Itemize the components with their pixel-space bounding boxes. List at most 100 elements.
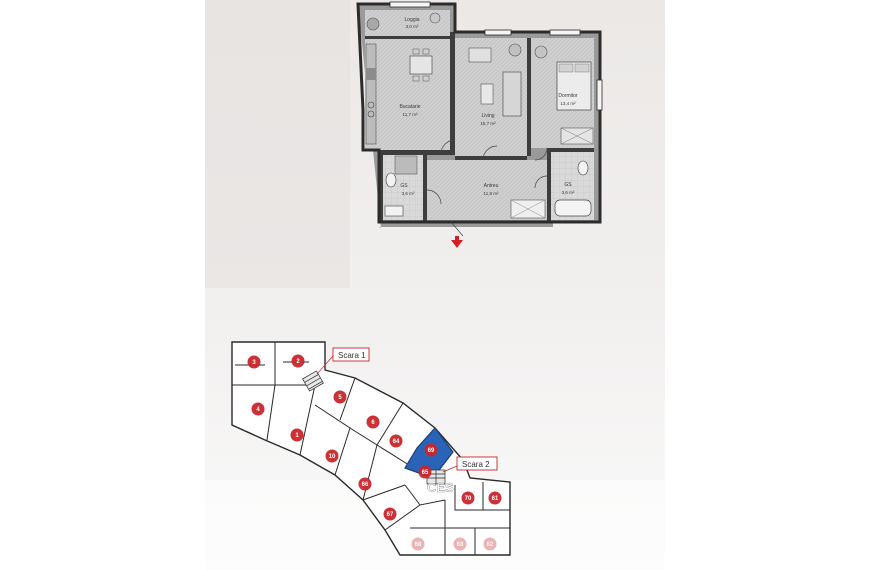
unit-marker-circle <box>488 491 502 505</box>
apartment-floor-plan: Loggia 3,0 m² Bucatarie 11,7 m² Living 1… <box>356 1 603 248</box>
shower <box>394 155 418 175</box>
door-swings <box>426 139 548 237</box>
closet-mark <box>510 199 546 219</box>
unit-marker-u15: 61 <box>488 491 502 505</box>
scara1-box <box>332 347 370 362</box>
plant <box>508 43 522 57</box>
unit-marker-circle <box>325 449 339 463</box>
chair <box>412 75 420 82</box>
unit-marker-circle <box>290 428 304 442</box>
unit-marker-circle <box>389 434 403 448</box>
chair <box>412 48 420 55</box>
brochure-drawing: Loggia 3,0 m² Bucatarie 11,7 m² Living 1… <box>205 0 665 570</box>
room-name-hall: Antreu <box>484 183 499 189</box>
unit-marker-u2: 2 <box>291 354 305 368</box>
unit-number: 66 <box>362 482 369 488</box>
unit-marker-circle <box>483 537 497 551</box>
stair-callouts: Scara 1 Scara 2 <box>316 347 498 473</box>
sofa <box>502 71 522 117</box>
room-area-wc1: 3,6 m² <box>402 191 415 196</box>
chair <box>422 75 430 82</box>
unit-marker-circle <box>418 465 432 479</box>
unit-marker-u10: 66 <box>358 477 372 491</box>
loggia-plant <box>366 17 380 31</box>
unit-number: 67 <box>387 512 394 518</box>
sink <box>384 205 404 217</box>
unit-marker-u16: 70 <box>461 491 475 505</box>
room-area-kitchen: 11,7 m² <box>403 112 418 117</box>
pillow <box>574 63 590 73</box>
unit-marker-circle <box>383 507 397 521</box>
unit-marker-u7: 10 <box>325 449 339 463</box>
bathtub <box>554 199 592 217</box>
unit-marker-u1: 3 <box>247 355 261 369</box>
unit-marker-u6: 6 <box>366 415 380 429</box>
dining-table <box>409 55 433 75</box>
room-name-loggia: Loggia <box>404 17 419 23</box>
toilet <box>385 172 397 188</box>
scara2-box <box>456 456 498 471</box>
room-area-loggia: 3,0 m² <box>406 24 419 29</box>
unit-number: 63 <box>457 542 464 548</box>
room-area-living: 15,7 m² <box>480 121 496 126</box>
unit-marker-u17: 69 <box>424 443 438 457</box>
unit-marker-circle <box>291 354 305 368</box>
entrance-arrow-icon <box>451 236 463 248</box>
unit-number: 5 <box>338 395 342 401</box>
room-name-wc1: GS <box>400 183 408 189</box>
unit-marker-circle <box>453 537 467 551</box>
scara2-leader <box>442 465 458 473</box>
bedroom-chair <box>534 45 548 59</box>
kitchen-counter <box>365 43 377 145</box>
pillow <box>558 63 574 73</box>
unit-number: 69 <box>428 448 435 454</box>
unit-number: 1 <box>295 433 299 439</box>
scanned-brochure-page: Loggia 3,0 m² Bucatarie 11,7 m² Living 1… <box>205 0 665 570</box>
room-name-kitchen: Bucatarie <box>399 104 420 110</box>
unit-number: 70 <box>465 496 472 502</box>
room-area-hall: 11,8 m² <box>484 191 499 196</box>
unit-marker-circle <box>251 402 265 416</box>
unit-marker-u4: 1 <box>290 428 304 442</box>
coffee-table <box>480 83 494 105</box>
outer-wall-outline <box>356 2 602 224</box>
interior-walls <box>365 32 594 222</box>
toilet <box>577 160 589 176</box>
unit-marker-u12: 68 <box>411 537 425 551</box>
wardrobe-mark <box>560 127 594 145</box>
unit-marker-circle <box>424 443 438 457</box>
unit-marker-circle <box>247 355 261 369</box>
unit-marker-u14: 62 <box>483 537 497 551</box>
unit-number: 62 <box>487 542 494 548</box>
unit-number: 68 <box>415 542 422 548</box>
paper-overlap-sheet <box>205 0 350 288</box>
unit-marker-u3: 4 <box>251 402 265 416</box>
unit-marker-circle <box>461 491 475 505</box>
room-labels: Loggia 3,0 m² Bucatarie 11,7 m² Living 1… <box>399 17 577 196</box>
room-area-wc2: 3,6 m² <box>562 190 575 195</box>
unit-marker-circle <box>366 415 380 429</box>
kitchen-stove-burner <box>367 110 375 118</box>
unit-number: 10 <box>329 454 336 460</box>
room-kitchen <box>365 38 450 150</box>
unit-number: 3 <box>252 360 256 366</box>
room-name-bedroom: Dormitor <box>558 93 578 99</box>
unit-number: 2 <box>296 359 300 365</box>
unit-number: 4 <box>256 407 260 413</box>
unit-number: 6 <box>371 420 375 426</box>
stair-core-1 <box>302 370 324 392</box>
room-name-wc2: GS <box>564 182 572 188</box>
scara2-label: Scara 2 <box>462 460 490 469</box>
unit-partitions <box>232 342 510 555</box>
unit-number: 65 <box>422 470 429 476</box>
watermark: CES <box>427 480 454 495</box>
unit-number: 61 <box>492 496 499 502</box>
unit-marker-u9: 65 <box>418 465 432 479</box>
room-area-bedroom: 13,4 m² <box>560 101 576 106</box>
unit-marker-circle <box>411 537 425 551</box>
unit-marker-u11: 67 <box>383 507 397 521</box>
windows <box>389 1 603 111</box>
scara1-label: Scara 1 <box>338 351 366 360</box>
building-outline <box>231 341 511 556</box>
